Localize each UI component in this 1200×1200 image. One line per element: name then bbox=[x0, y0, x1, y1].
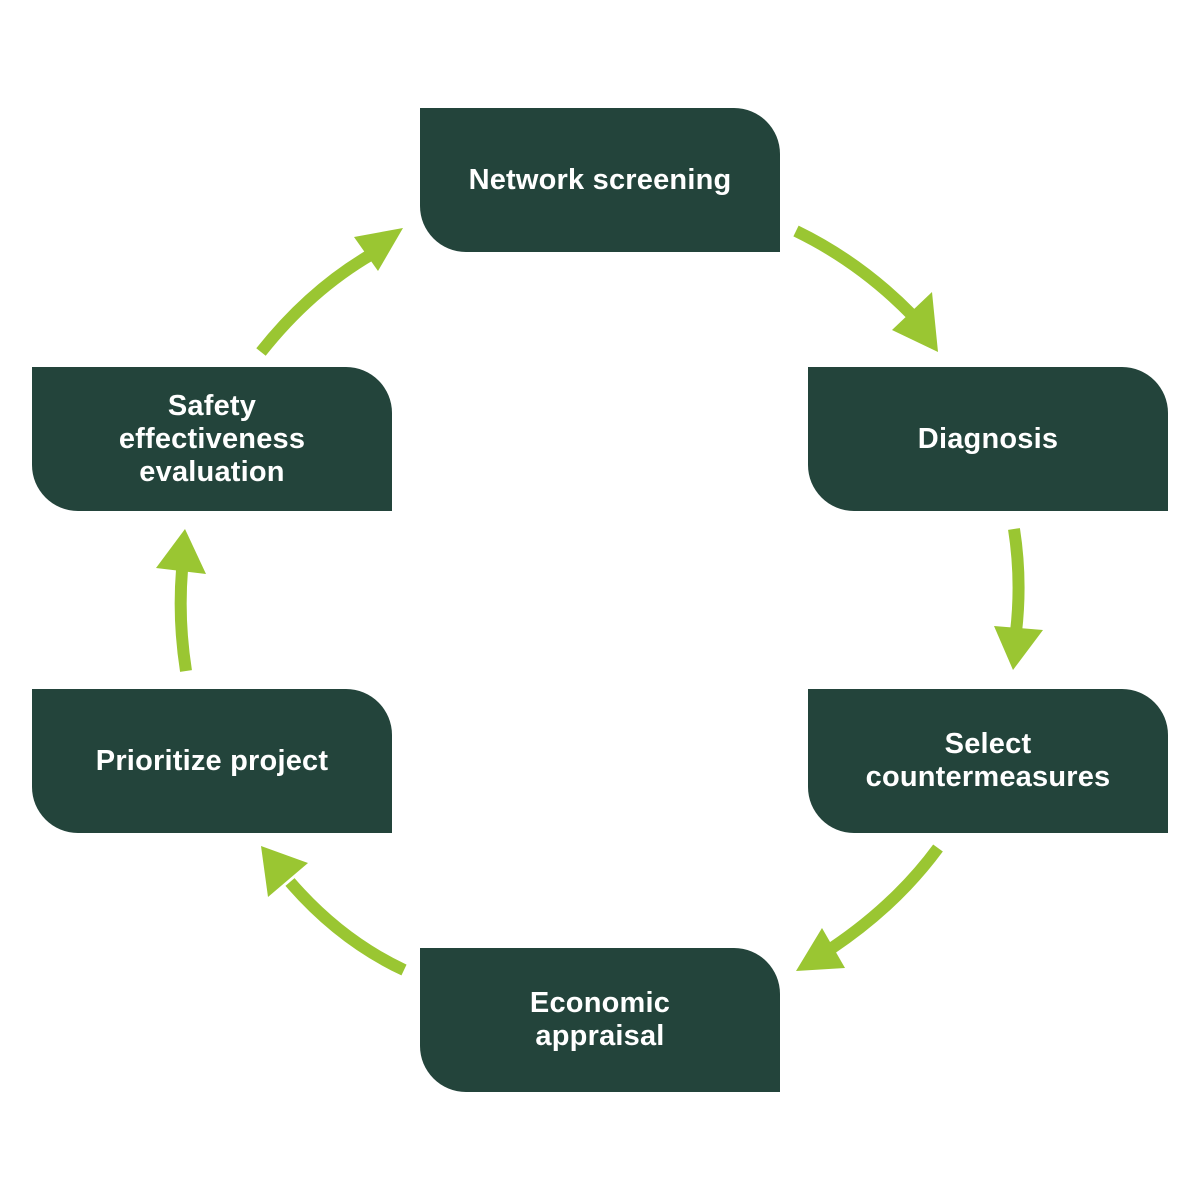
step-select-countermeasures: Select countermeasures bbox=[808, 689, 1168, 833]
arrow-network-to-diagnosis bbox=[793, 225, 938, 352]
arrow-select-to-economic bbox=[796, 844, 943, 971]
arrow-shaft bbox=[1008, 528, 1025, 633]
step-network-screening: Network screening bbox=[420, 108, 780, 252]
arrowhead-icon bbox=[261, 846, 308, 897]
arrow-economic-to-prioritize bbox=[261, 846, 407, 976]
step-label: Diagnosis bbox=[917, 422, 1059, 455]
arrow-shaft bbox=[285, 878, 407, 976]
step-safety-effectiveness-evaluation: Safety effectiveness evaluation bbox=[32, 367, 392, 511]
arrow-prioritize-to-safety bbox=[156, 529, 206, 672]
step-label: Prioritize project bbox=[95, 744, 329, 777]
step-prioritize-project: Prioritize project bbox=[32, 689, 392, 833]
arrow-shaft bbox=[256, 248, 376, 356]
arrow-shaft bbox=[828, 844, 943, 953]
arrowhead-icon bbox=[156, 529, 206, 574]
step-diagnosis: Diagnosis bbox=[808, 367, 1168, 511]
step-label: Economic appraisal bbox=[529, 987, 671, 1052]
step-economic-appraisal: Economic appraisal bbox=[420, 948, 780, 1092]
step-label: Safety effectiveness evaluation bbox=[118, 389, 306, 488]
arrow-shaft bbox=[793, 225, 917, 320]
step-label: Select countermeasures bbox=[865, 728, 1111, 793]
arrow-safety-to-network bbox=[256, 228, 403, 356]
arrowhead-icon bbox=[892, 292, 938, 352]
arrowhead-icon bbox=[354, 228, 403, 271]
step-label: Network screening bbox=[468, 163, 732, 196]
arrow-shaft bbox=[174, 569, 192, 672]
arrowhead-icon bbox=[796, 928, 845, 971]
arrow-diagnosis-to-select bbox=[994, 528, 1043, 670]
arrowhead-icon bbox=[994, 626, 1043, 670]
